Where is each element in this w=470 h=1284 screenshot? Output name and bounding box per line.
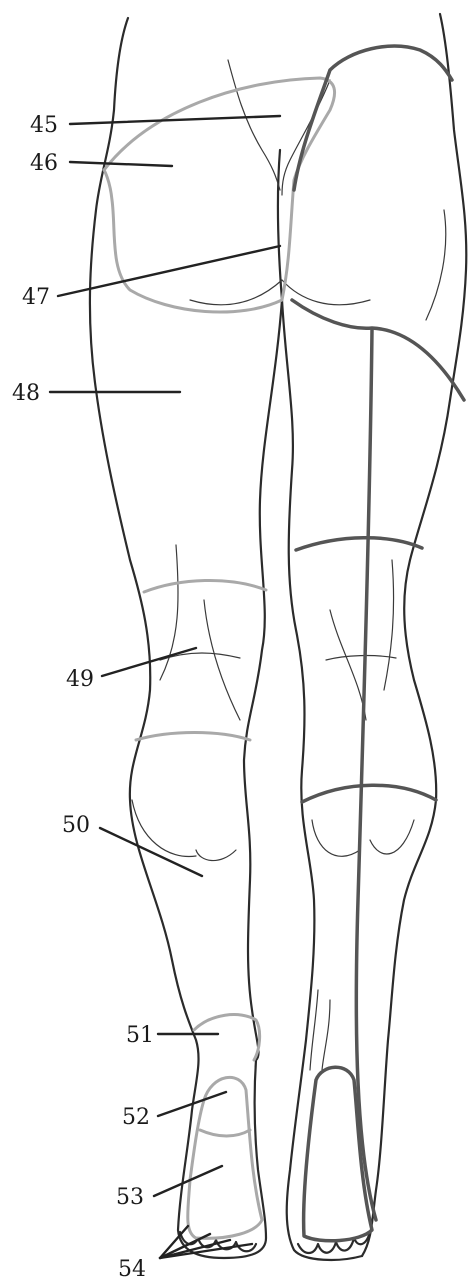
left-calf-curve-2 xyxy=(196,850,236,861)
right-hip-contour xyxy=(426,210,446,320)
label-54: 54 xyxy=(118,1257,146,1282)
right-sole-boundary xyxy=(304,1067,372,1241)
right-calf-curve-2 xyxy=(370,820,414,854)
right-leg-inner-outline xyxy=(282,300,362,1260)
left-leg-inner-outline xyxy=(244,300,282,1060)
right-gluteal-boundary xyxy=(294,46,452,190)
left-knee-line-2 xyxy=(204,600,240,720)
gluteal-cleft xyxy=(278,150,282,300)
right-thigh-line xyxy=(292,300,464,400)
body-outline xyxy=(90,14,466,1260)
right-knee-line-1 xyxy=(330,610,366,720)
label-53: 53 xyxy=(116,1185,144,1210)
number-labels: 45 46 47 48 49 50 51 52 53 54 xyxy=(12,113,154,1282)
right-ankle-line-2 xyxy=(322,1000,330,1070)
right-knee-boundary xyxy=(296,538,422,550)
back-contour xyxy=(228,60,280,190)
label-52: 52 xyxy=(122,1105,150,1130)
right-knee-crease xyxy=(326,656,396,660)
knee-upper-boundary xyxy=(144,580,266,592)
label-45: 45 xyxy=(30,113,58,138)
right-regions xyxy=(292,46,464,1241)
left-leg-outer-outline xyxy=(90,18,266,1258)
right-posterior-midline xyxy=(356,330,376,1220)
label-47: 47 xyxy=(22,285,50,310)
right-calf-curve-1 xyxy=(312,820,360,856)
ankle-boundary xyxy=(194,1015,260,1060)
right-knee-line-2 xyxy=(384,560,394,690)
label-48: 48 xyxy=(12,381,40,406)
leader-46 xyxy=(70,162,172,166)
label-50: 50 xyxy=(62,813,90,838)
label-46: 46 xyxy=(30,151,58,176)
right-ankle-line-1 xyxy=(310,990,318,1070)
gluteal-fold-left xyxy=(190,280,282,305)
right-calf-boundary xyxy=(302,785,436,802)
leader-50 xyxy=(100,828,202,876)
knee-lower-boundary xyxy=(136,733,250,741)
heel-line xyxy=(200,1130,250,1136)
label-49: 49 xyxy=(66,667,94,692)
label-51: 51 xyxy=(126,1023,154,1048)
right-leg-outer-outline xyxy=(362,14,466,1256)
